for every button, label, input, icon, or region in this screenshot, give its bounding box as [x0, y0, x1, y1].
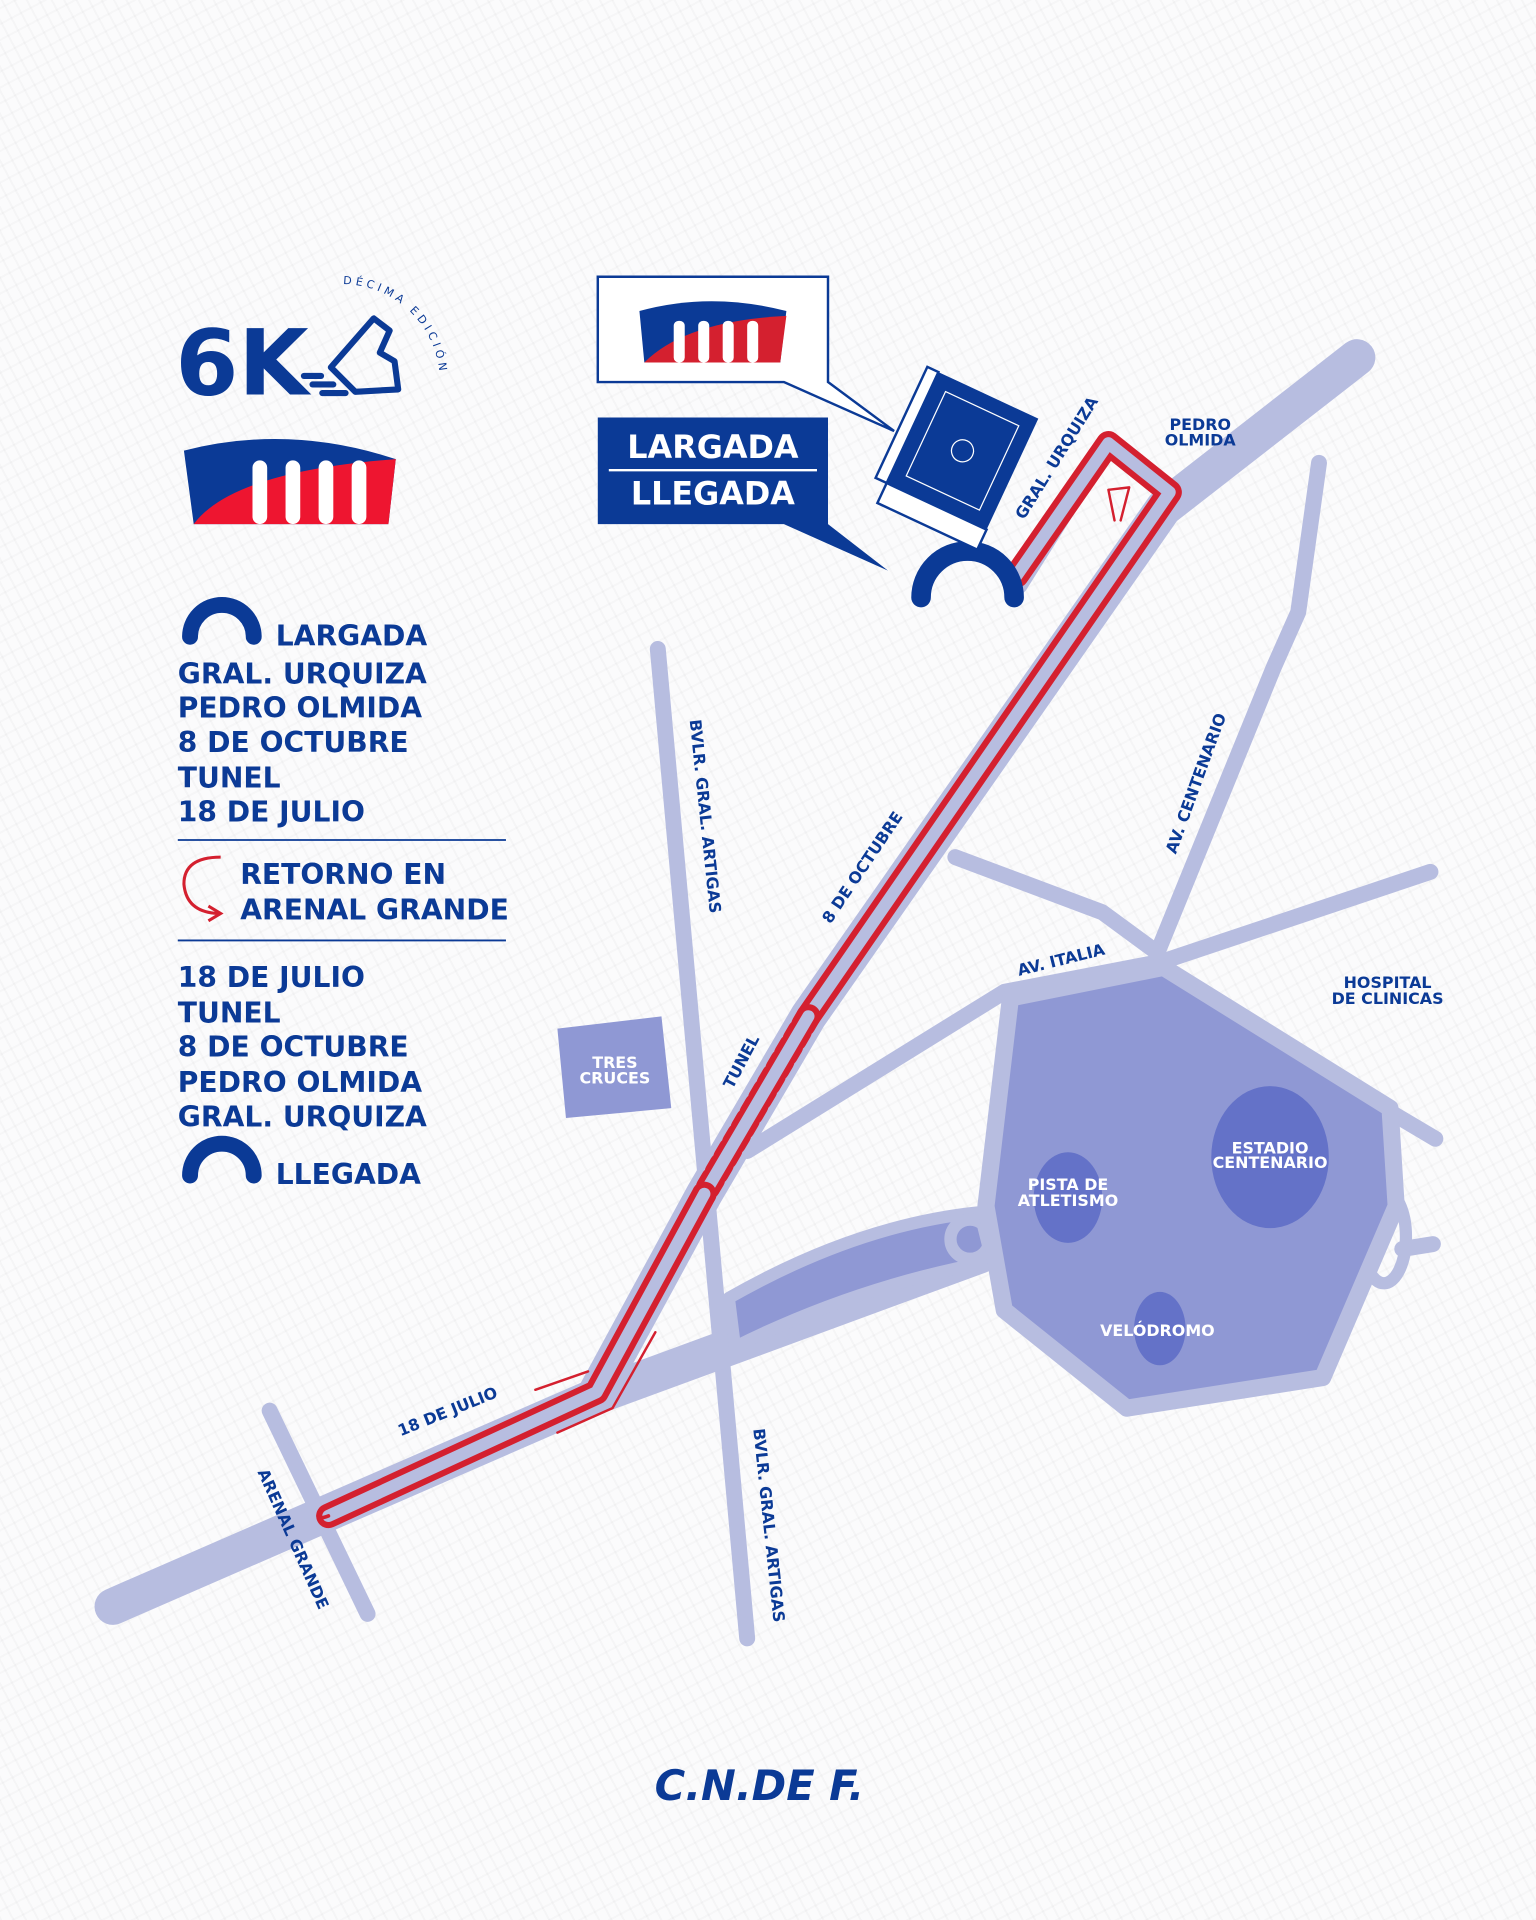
legend-outbound-1: GRAL. URQUIZA [178, 657, 427, 690]
roads [94, 339, 1444, 1647]
u-turn-arrow-icon [182, 855, 224, 923]
legend-return-2: 8 DE OCTUBRE [178, 1031, 409, 1064]
callout-start: LARGADA [627, 428, 799, 466]
legend-outbound-2: PEDRO OLMIDA [178, 692, 422, 725]
legend-outbound-3: 8 DE OCTUBRE [178, 726, 409, 759]
stadium-logo-callout [596, 275, 895, 433]
callout-finish: LLEGADA [631, 474, 795, 512]
label-pista-2: ATLETISMO [1018, 1191, 1119, 1210]
legend-outbound-0: LARGADA [276, 619, 428, 652]
legend-outbound-5: 18 DE JULIO [178, 796, 365, 829]
start-arch-icon [182, 596, 262, 645]
logo-title: 6K [175, 311, 311, 416]
legend-return-1: TUNEL [178, 996, 281, 1029]
label-estadio-1: ESTADIO [1232, 1138, 1309, 1157]
label-bvlr-artigas-north: BVLR. GRAL. ARTIGAS [686, 718, 725, 914]
legend-turn-0: RETORNO EN [240, 858, 446, 891]
label-hospital-2: DE CLINICAS [1332, 989, 1444, 1008]
road-bvlr-artigas [649, 641, 756, 1647]
stadium-logo [183, 438, 396, 525]
route-legend: LARGADA GRAL. URQUIZA PEDRO OLMIDA 8 DE … [178, 596, 509, 1191]
road-18-de-julio [94, 1236, 999, 1625]
label-velodromo: VELÓDROMO [1100, 1321, 1215, 1340]
legend-return-5: LLEGADA [276, 1158, 421, 1191]
race-route [316, 431, 1182, 1529]
label-hospital-1: HOSPITAL [1344, 973, 1432, 992]
label-estadio-2: CENTENARIO [1213, 1153, 1328, 1172]
label-pedro-olmida-1: PEDRO [1169, 415, 1231, 434]
running-shoe-icon [300, 315, 402, 397]
legend-turn-1: ARENAL GRANDE [240, 894, 509, 927]
road-av-centenario [1149, 454, 1327, 961]
start-finish-arch-icon [911, 541, 1024, 608]
arrow-return [556, 1331, 657, 1434]
legend-return-0: 18 DE JULIO [178, 961, 365, 994]
label-pista-1: PISTA DE [1028, 1175, 1109, 1194]
legend-return-4: GRAL. URQUIZA [178, 1101, 427, 1134]
finish-arch-icon [182, 1135, 262, 1184]
org-logo: C.N.DE F. [655, 1761, 865, 1810]
label-bvlr-artigas-south: BVLR. GRAL. ARTIGAS [749, 1427, 788, 1623]
pista-atletismo [1033, 1152, 1103, 1243]
label-tres-cruces-1: TRES [592, 1053, 637, 1072]
tres-cruces-block [557, 1016, 672, 1118]
stadium-icon [873, 365, 1039, 552]
legend-outbound-4: TUNEL [178, 761, 281, 794]
road-east [1394, 1236, 1441, 1257]
label-tres-cruces-2: CRUCES [580, 1069, 651, 1088]
arrow-start [1107, 486, 1131, 522]
velodromo [1134, 1291, 1186, 1366]
road-connector [947, 849, 1166, 961]
estadio-centenario [1211, 1086, 1329, 1229]
label-pedro-olmida-2: OLMIDA [1165, 431, 1237, 450]
parque-batlle [977, 958, 1405, 1417]
legend-return-3: PEDRO OLMIDA [178, 1066, 422, 1099]
event-logo: 6K DÉCIMA EDICIÓN [175, 274, 446, 416]
start-finish-callout: LARGADA LLEGADA [597, 417, 888, 571]
arrow-outbound [534, 1370, 590, 1392]
